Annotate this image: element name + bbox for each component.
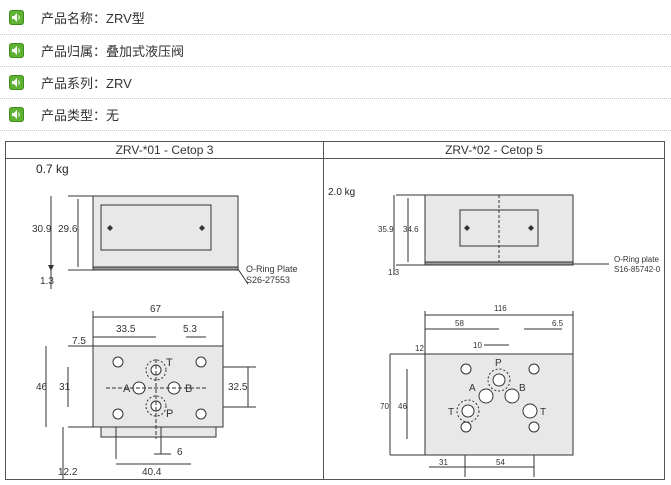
info-text: 产品名称：ZRV型 xyxy=(41,10,145,26)
right-oring-1: O-Ring plate xyxy=(614,255,659,264)
left-port-p: P xyxy=(166,408,173,420)
left-oring-2: S26-27553 xyxy=(246,275,290,285)
right-dim-bb: 54 xyxy=(496,458,505,467)
right-diamond-icon xyxy=(464,225,470,231)
left-dim-d2: 5.3 xyxy=(183,324,197,335)
left-dim-bc: 6 xyxy=(177,447,183,458)
left-dim-lh2: 31 xyxy=(59,382,71,393)
info-text: 产品类型：无 xyxy=(41,108,120,123)
right-weight: 2.0 kg xyxy=(328,187,355,198)
left-oring-1: O-Ring Plate xyxy=(246,264,298,274)
right-drawing: 2.0 kg 35.9 34.6 1.3 O-Ring plate S16-85… xyxy=(328,187,661,477)
right-dim-h1: 35.9 xyxy=(378,225,394,234)
right-dim-d3: 10 xyxy=(473,341,482,350)
left-weight: 0.7 kg xyxy=(36,162,69,176)
left-dim-right: 32.5 xyxy=(228,382,248,393)
right-port-p: P xyxy=(495,358,502,369)
left-port-a: A xyxy=(123,383,131,395)
right-dim-d2: 6.5 xyxy=(552,319,564,328)
left-drawing: 0.7 kg 30.9 29.6 1.3 O-Ring Plate S26-27… xyxy=(32,162,298,479)
left-dim-ba: 12.2 xyxy=(58,467,78,478)
left-dim-w: 67 xyxy=(150,304,162,315)
left-column-header: ZRV-*01 - Cetop 3 xyxy=(6,142,323,159)
speaker-icon xyxy=(9,9,24,25)
speaker-icon xyxy=(9,43,24,58)
right-dim-lh2: 46 xyxy=(398,402,407,411)
left-port-b: B xyxy=(185,383,192,395)
right-port-a: A xyxy=(469,383,476,394)
right-top-body xyxy=(424,353,574,456)
speaker-icon xyxy=(9,107,24,122)
column-divider xyxy=(323,142,324,479)
right-dim-w: 116 xyxy=(494,304,507,313)
info-row-category: 产品归属：叠加式液压阀 xyxy=(0,35,671,67)
right-column-header: ZRV-*02 - Cetop 5 xyxy=(324,142,664,159)
left-dim-h2: 29.6 xyxy=(58,224,78,235)
right-oring-2: S16-85742-0 xyxy=(614,265,661,274)
right-dim-base: 1.3 xyxy=(388,268,400,277)
left-dim-d3: 7.5 xyxy=(72,336,86,347)
right-port-t1: T xyxy=(448,407,454,418)
left-dim-d1: 33.5 xyxy=(116,324,136,335)
left-diamond-icon xyxy=(107,225,113,231)
left-dim-base: 1.3 xyxy=(40,276,54,287)
info-row-type: 产品类型：无 xyxy=(0,99,671,131)
info-text: 产品系列：ZRV xyxy=(41,76,132,91)
left-dim-bb: 40.4 xyxy=(142,467,162,478)
info-text: 产品归属：叠加式液压阀 xyxy=(41,44,185,59)
info-row-series: 产品系列：ZRV xyxy=(0,67,671,99)
speaker-icon xyxy=(9,75,24,90)
product-info-list: 产品名称：ZRV型 产品归属：叠加式液压阀 产品系列：ZRV 产品类型：无 xyxy=(0,0,671,131)
right-dim-lh1: 70 xyxy=(380,402,389,411)
left-diamond-icon xyxy=(199,225,205,231)
right-dim-h2: 34.6 xyxy=(403,225,419,234)
right-diamond-icon xyxy=(528,225,534,231)
right-port-t2: T xyxy=(540,407,546,418)
right-port-b: B xyxy=(519,383,526,394)
right-dim-d1: 58 xyxy=(455,319,464,328)
left-dim-h1: 30.9 xyxy=(32,224,52,235)
right-dim-ba: 31 xyxy=(439,458,448,467)
info-row-name: 产品名称：ZRV型 xyxy=(0,0,671,35)
right-dim-d4: 12 xyxy=(415,344,424,353)
left-port-t: T xyxy=(166,357,173,369)
drawing-table: ZRV-*01 - Cetop 3 ZRV-*02 - Cetop 5 0.7 … xyxy=(5,141,665,480)
left-dim-lh1: 46 xyxy=(36,382,48,393)
